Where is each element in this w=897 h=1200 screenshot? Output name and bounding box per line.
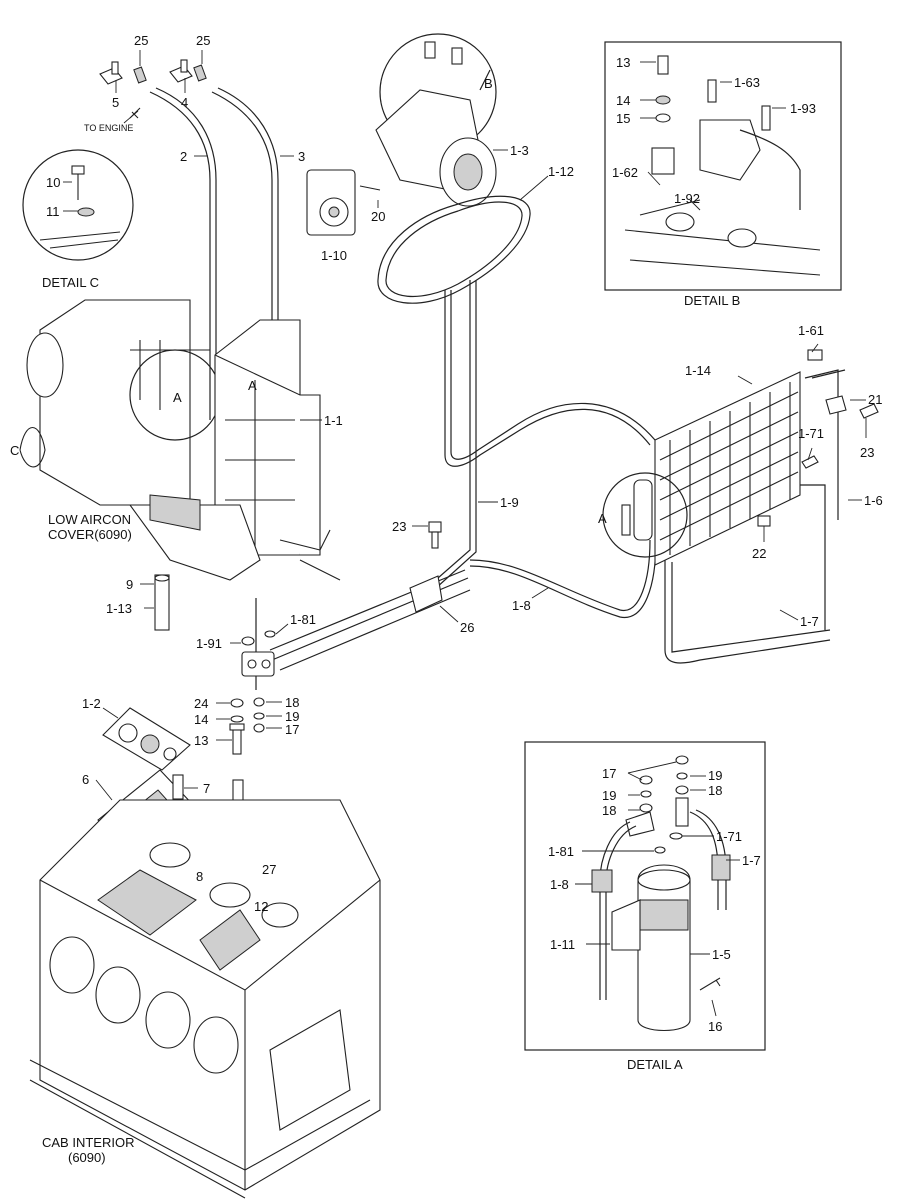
- label-8: 8: [196, 869, 203, 884]
- valve-hardware: [216, 697, 282, 755]
- label-1-12: 1-12: [548, 164, 574, 179]
- label-9: 9: [126, 577, 133, 592]
- receiver-drier-small: [621, 479, 653, 541]
- detail-c: [22, 149, 134, 261]
- detail-b-title: DETAIL B: [684, 293, 740, 308]
- label-1-81: 1-81: [290, 612, 316, 627]
- callout-a-main: A: [598, 511, 607, 526]
- condenser: [654, 369, 846, 664]
- label-20: 20: [371, 209, 385, 224]
- label-4: 4: [181, 95, 188, 110]
- aircon-unit: [26, 299, 341, 581]
- label-23b: 23: [392, 519, 406, 534]
- label-13: 13: [194, 733, 208, 748]
- label-21: 21: [868, 392, 882, 407]
- label-25a: 25: [134, 33, 148, 48]
- tube-1-8: [469, 539, 657, 618]
- cab-caption-2: (6090): [68, 1150, 106, 1165]
- label-1-7: 1-7: [800, 614, 819, 629]
- detail-b-label-13: 13: [616, 55, 630, 70]
- detail-a-label-18b: 18: [708, 783, 722, 798]
- callout-c-main: C: [10, 443, 19, 458]
- label-1-91: 1-91: [196, 636, 222, 651]
- label-6: 6: [82, 772, 89, 787]
- detail-a-label-19b: 19: [708, 768, 722, 783]
- detail-a-label-16: 16: [708, 1019, 722, 1034]
- tube-1-9: [429, 280, 656, 589]
- label-1-14: 1-14: [685, 363, 711, 378]
- detail-a-label-19a: 19: [602, 788, 616, 803]
- drive-belt: [377, 195, 531, 304]
- label-18: 18: [285, 695, 299, 710]
- label-1-1: 1-1: [324, 413, 343, 428]
- callout-a-small: A: [173, 390, 182, 405]
- label-1-61: 1-61: [798, 323, 824, 338]
- detail-b-label-14: 14: [616, 93, 630, 108]
- cab-caption-1: CAB INTERIOR: [42, 1135, 134, 1150]
- detail-c-label-10: 10: [46, 175, 60, 190]
- callout-b-main: B: [484, 76, 493, 91]
- drain-hose: [140, 574, 170, 631]
- label-1-71: 1-71: [798, 426, 824, 441]
- label-22: 22: [752, 546, 766, 561]
- label-25b: 25: [196, 33, 210, 48]
- detail-a-label-1-7: 1-7: [742, 853, 761, 868]
- label-5: 5: [112, 95, 119, 110]
- low-cover-caption-1: LOW AIRCON: [48, 512, 131, 527]
- detail-b: [604, 41, 842, 291]
- clamp-26: [409, 575, 459, 623]
- detail-b-label-1-92: 1-92: [674, 191, 700, 206]
- label-12: 12: [254, 899, 268, 914]
- detail-a-label-1-81: 1-81: [548, 844, 574, 859]
- detail-a-label-17: 17: [602, 766, 616, 781]
- compressor-assembly: [375, 33, 497, 207]
- label-14: 14: [194, 712, 208, 727]
- low-cover-caption-2: COVER(6090): [48, 527, 132, 542]
- detail-a-label-1-71: 1-71: [716, 829, 742, 844]
- label-17: 17: [285, 722, 299, 737]
- detail-b-label-1-63: 1-63: [734, 75, 760, 90]
- idler-bracket: [306, 169, 356, 236]
- bolt-23b: [412, 521, 442, 549]
- label-2: 2: [180, 149, 187, 164]
- detail-a-label-1-8: 1-8: [550, 877, 569, 892]
- label-1-8: 1-8: [512, 598, 531, 613]
- detail-a: [524, 741, 766, 1051]
- hose-3: [211, 87, 279, 400]
- label-1-2: 1-2: [82, 696, 101, 711]
- label-19: 19: [285, 709, 299, 724]
- label-24: 24: [194, 696, 208, 711]
- detail-c-label-11: 11: [46, 204, 60, 219]
- detail-a-title: DETAIL A: [627, 1057, 683, 1072]
- label-26: 26: [460, 620, 474, 635]
- detail-b-label-1-62: 1-62: [612, 165, 638, 180]
- label-1-13: 1-13: [106, 601, 132, 616]
- to-engine-caption: TO ENGINE: [84, 123, 133, 133]
- cab-interior: [29, 707, 381, 1199]
- hose-2: [149, 87, 217, 420]
- detail-b-label-15: 15: [616, 111, 630, 126]
- detail-b-label-1-93: 1-93: [790, 101, 816, 116]
- detail-a-label-18a: 18: [602, 803, 616, 818]
- detail-a-label-1-11: 1-11: [550, 937, 575, 952]
- detail-c-title: DETAIL C: [42, 275, 99, 290]
- fittings-1-61-21-23: [757, 343, 879, 542]
- callout-a-small2: A: [248, 378, 257, 393]
- label-27: 27: [262, 862, 276, 877]
- label-7: 7: [203, 781, 210, 796]
- label-23a: 23: [860, 445, 874, 460]
- label-3: 3: [298, 149, 305, 164]
- label-1-9: 1-9: [500, 495, 519, 510]
- detail-a-label-1-5: 1-5: [712, 947, 731, 962]
- label-1-10: 1-10: [321, 248, 347, 263]
- expansion-valve-block: [230, 598, 289, 690]
- label-1-3: 1-3: [510, 143, 529, 158]
- engine-fittings: [99, 50, 207, 124]
- label-1-6: 1-6: [864, 493, 883, 508]
